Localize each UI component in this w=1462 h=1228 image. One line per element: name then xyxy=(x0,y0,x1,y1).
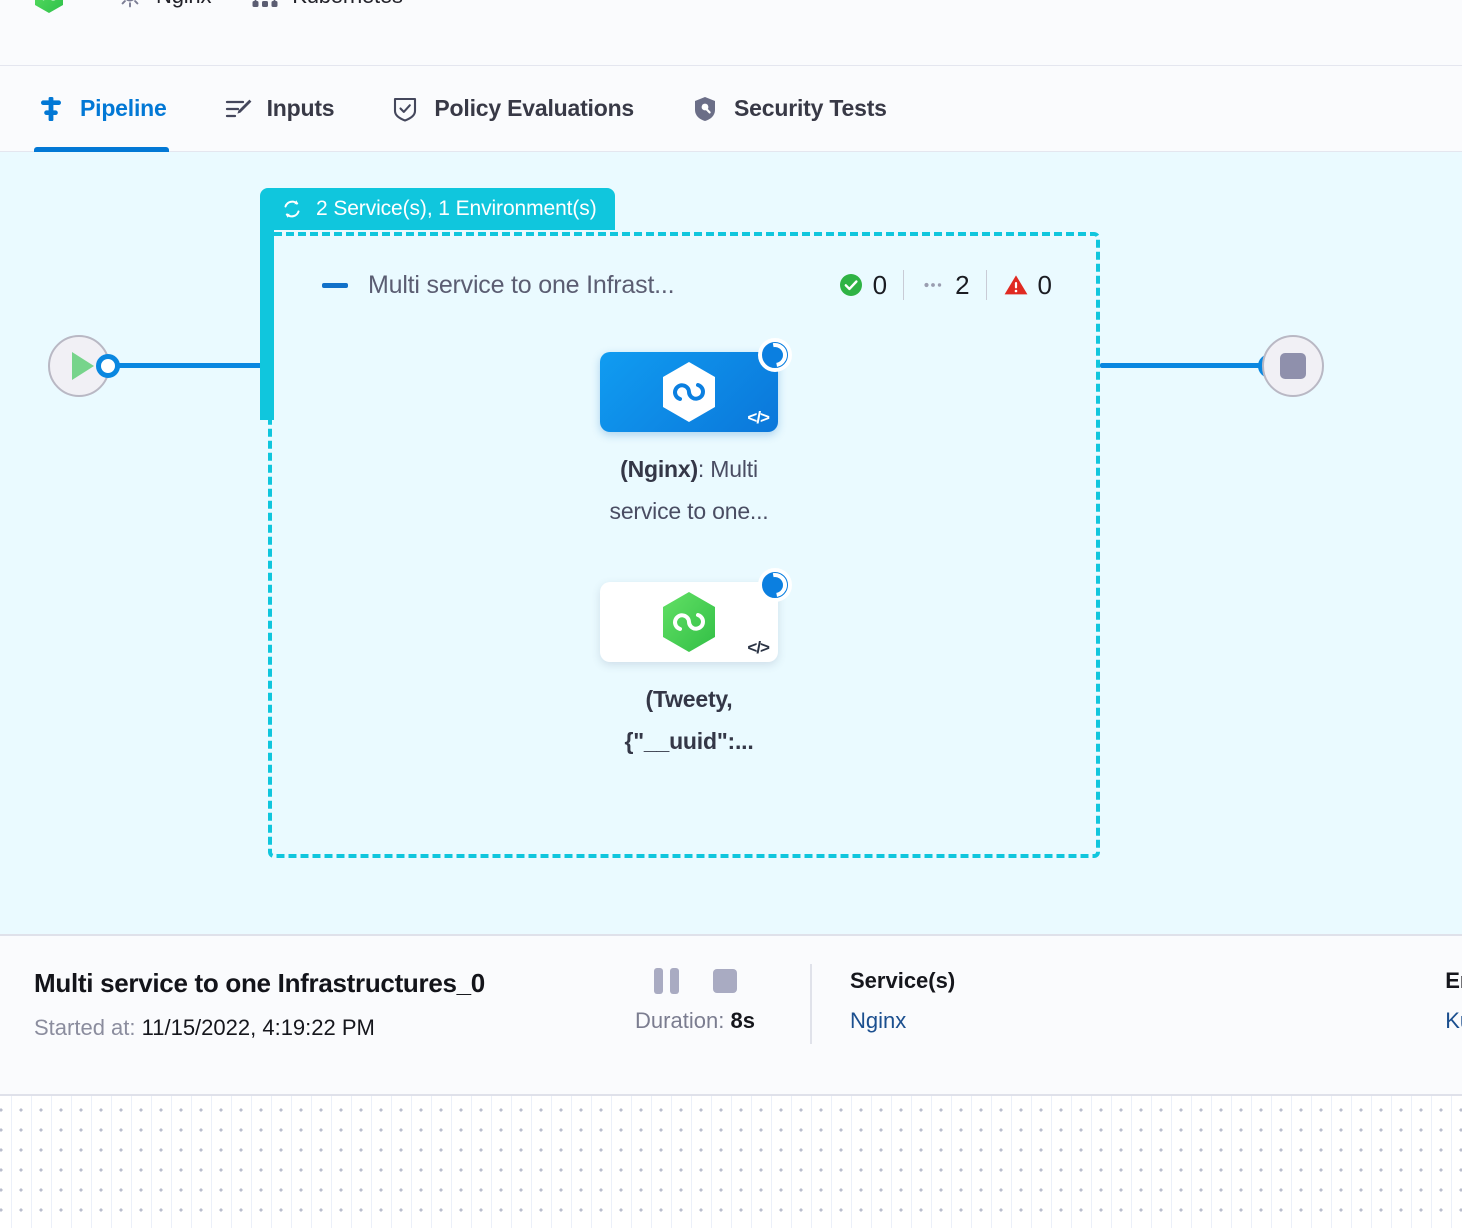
security-shield-icon xyxy=(690,94,720,124)
pipeline-end-node[interactable] xyxy=(1262,335,1324,397)
hexagon-infinity-blue-icon xyxy=(661,361,717,423)
service-node-label-rest: : Multi xyxy=(697,456,758,482)
count-divider xyxy=(985,270,987,300)
connector-start-to-group xyxy=(116,363,268,368)
group-left-bar xyxy=(260,230,274,420)
service-node-label: (Tweety, {"__uuid":... xyxy=(600,678,778,762)
hexagon-green-icon xyxy=(34,0,64,13)
count-success-value: 0 xyxy=(872,269,888,300)
duration-label: Duration: xyxy=(635,1008,725,1033)
started-at-row: Started at: 11/15/2022, 4:19:22 PM xyxy=(34,1015,580,1041)
tab-inputs[interactable]: Inputs xyxy=(223,66,363,152)
gear-icon xyxy=(117,0,143,9)
service-node-label: (Nginx): Multi service to one... xyxy=(600,448,778,532)
count-running-value: 2 xyxy=(955,269,970,300)
environments-value-link[interactable]: Kub xyxy=(1445,1008,1462,1033)
tab-policy-evaluations-label: Policy Evaluations xyxy=(434,95,635,121)
service-node-tweety[interactable]: </> (Tweety, {"__uuid":... xyxy=(600,568,792,762)
success-check-icon xyxy=(838,272,864,298)
execution-controls: Duration: 8s xyxy=(580,936,810,1034)
count-warning[interactable]: 0 xyxy=(987,270,1052,301)
tab-security-tests[interactable]: Security Tests xyxy=(690,66,915,152)
hexagon-infinity-green-icon xyxy=(661,591,717,653)
service-node-label-line2: service to one... xyxy=(609,498,769,524)
breadcrumb-item-nginx[interactable]: Nginx xyxy=(117,0,211,9)
connector-group-to-end xyxy=(1100,363,1270,368)
node-status-spinner-icon xyxy=(758,338,792,372)
stage-group-box[interactable] xyxy=(268,232,1100,858)
stage-status-counts: 0 2 xyxy=(838,270,1052,301)
running-dots-icon xyxy=(920,272,946,298)
started-at-label: Started at: xyxy=(34,1015,136,1040)
breadcrumb-item-label-1: Nginx xyxy=(156,0,211,9)
started-at-value: 11/15/2022, 4:19:22 PM xyxy=(141,1015,375,1040)
pause-icon[interactable] xyxy=(653,968,679,994)
stage-title: Multi service to one Infrast... xyxy=(368,270,675,299)
environments-column: Envi Kub xyxy=(1407,936,1462,1034)
duration-row: Duration: 8s xyxy=(580,1008,810,1034)
code-glyph-icon: </> xyxy=(747,638,770,657)
environments-heading: Envi xyxy=(1445,968,1462,993)
policy-shield-check-icon xyxy=(390,94,420,124)
group-badge[interactable]: 2 Service(s), 1 Environment(s) xyxy=(260,188,615,230)
tab-inputs-label: Inputs xyxy=(266,95,335,121)
count-running[interactable]: 2 xyxy=(904,270,985,301)
detail-summary: Multi service to one Infrastructures_0 S… xyxy=(0,936,580,1041)
count-divider xyxy=(903,270,905,300)
loop-repeat-icon xyxy=(280,197,304,221)
breadcrumb-item-kubernetes[interactable]: Kubernetes xyxy=(251,0,403,10)
tab-pipeline-label: Pipeline xyxy=(80,95,167,121)
collapse-dash-icon[interactable] xyxy=(322,282,348,288)
play-icon xyxy=(71,352,94,380)
count-warning-value: 0 xyxy=(1037,269,1052,300)
pipeline-canvas[interactable]: 2 Service(s), 1 Environment(s) Multi ser… xyxy=(0,152,1462,934)
service-node-label-bold: (Nginx) xyxy=(620,456,698,482)
service-node-card[interactable]: </> xyxy=(600,338,792,432)
page-title: Multi service to one Infrastructures_0 xyxy=(34,968,485,998)
services-column: Service(s) Nginx xyxy=(812,936,955,1034)
service-node-label-line2: {"__uuid":... xyxy=(624,728,754,754)
stop-icon xyxy=(1280,353,1306,379)
code-glyph-icon: </> xyxy=(747,408,770,427)
tab-bar: Pipeline Inputs Policy Evaluations xyxy=(0,66,1462,152)
tab-pipeline[interactable]: Pipeline xyxy=(34,66,195,152)
pipeline-icon xyxy=(36,94,66,124)
count-success[interactable]: 0 xyxy=(838,270,903,301)
stop-icon[interactable] xyxy=(712,969,737,993)
stage-header: Multi service to one Infrast... 0 xyxy=(322,264,1052,306)
services-heading: Service(s) xyxy=(850,968,956,993)
group-badge-label: 2 Service(s), 1 Environment(s) xyxy=(316,197,597,220)
service-node-label-line1: (Tweety, xyxy=(645,686,733,712)
inputs-icon xyxy=(223,94,253,124)
tab-policy-evaluations[interactable]: Policy Evaluations xyxy=(390,66,662,152)
dot-grid-background xyxy=(0,1096,1462,1228)
execution-detail-panel: Multi service to one Infrastructures_0 S… xyxy=(0,934,1462,1096)
warning-triangle-icon xyxy=(1003,272,1029,298)
breadcrumb-item-label-2: Kubernetes xyxy=(292,0,403,9)
services-value-link[interactable]: Nginx xyxy=(850,1008,907,1033)
kubernetes-icon xyxy=(251,0,279,10)
node-status-spinner-icon xyxy=(758,568,792,602)
breadcrumb: Nginx Kube xyxy=(0,0,1462,66)
tab-security-tests-label: Security Tests xyxy=(734,95,887,121)
breadcrumb-item-service-hex[interactable] xyxy=(34,0,77,13)
detail-divider xyxy=(810,964,812,1044)
duration-value: 8s xyxy=(730,1008,755,1033)
service-node-card[interactable]: </> xyxy=(600,568,792,662)
service-node-nginx[interactable]: </> (Nginx): Multi service to one... xyxy=(600,338,792,532)
